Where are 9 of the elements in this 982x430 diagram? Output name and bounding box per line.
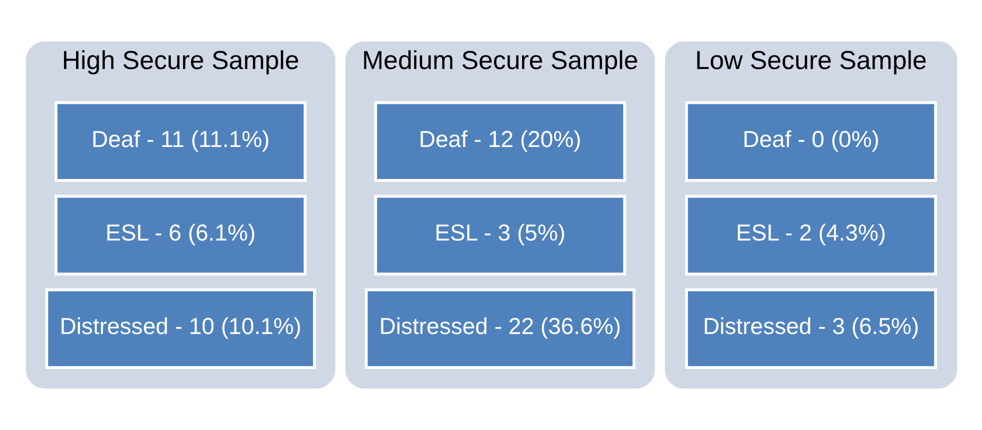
node-box: Deaf - 11 (11.1%) xyxy=(54,101,306,182)
node-box: Deaf - 0 (0%) xyxy=(684,101,936,182)
node-box: Deaf - 12 (20%) xyxy=(374,101,626,182)
node-box: Distressed - 22 (36.6%) xyxy=(364,288,635,370)
node-box: Distressed - 3 (6.5%) xyxy=(684,288,936,370)
node-box: ESL - 3 (5%) xyxy=(374,194,626,276)
node-box: ESL - 2 (4.3%) xyxy=(684,194,936,276)
node-box: Distressed - 10 (10.1%) xyxy=(44,288,316,370)
node-box: ESL - 6 (6.1%) xyxy=(54,194,306,276)
